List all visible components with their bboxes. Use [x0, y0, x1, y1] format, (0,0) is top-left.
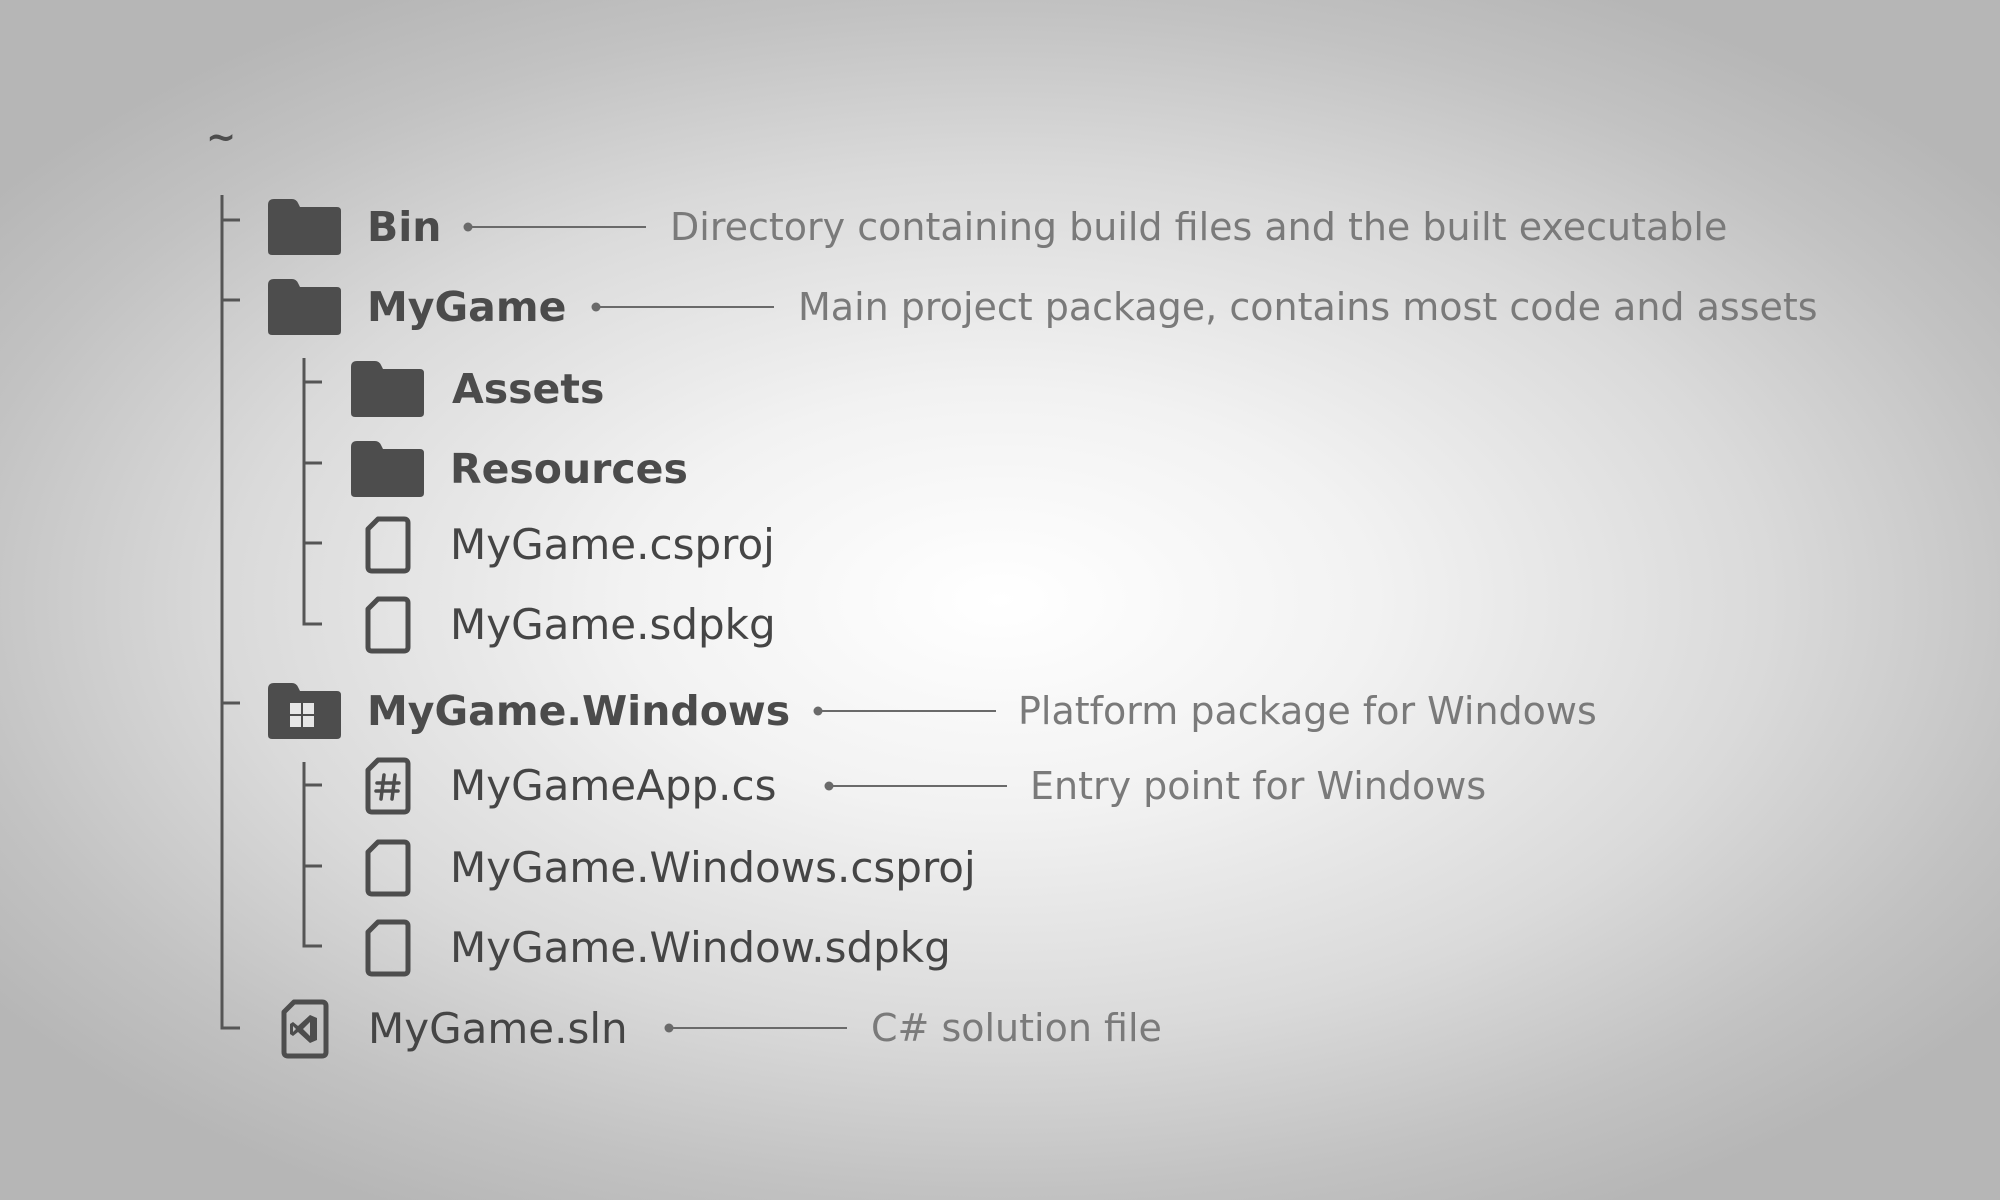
tree-item-mygame-sln[interactable]: MyGame.sln: [280, 994, 628, 1064]
annotation-mygameapp-cs: Entry point for Windows: [1030, 764, 1487, 808]
folder-icon: [266, 277, 343, 337]
tree-item-assets[interactable]: Assets: [349, 354, 604, 424]
annotation-connector: [663, 1022, 849, 1034]
root-directory-label: ~: [206, 117, 237, 158]
annotation-connector: [812, 705, 998, 717]
tree-item-mygame-csproj[interactable]: MyGame.csproj: [364, 510, 775, 580]
annotation-mygame-sln: C# solution file: [871, 1006, 1162, 1050]
tree-item-label: MyGame.Windows.csproj: [450, 843, 976, 892]
tree-item-mygame-windows[interactable]: MyGame.Windows: [266, 676, 790, 746]
visual-studio-solution-icon: [280, 998, 330, 1060]
tree-item-label: MyGame.csproj: [450, 520, 775, 569]
annotation-bin: Directory containing build files and the…: [670, 205, 1728, 249]
file-icon: [364, 515, 412, 575]
annotation-connector: [823, 780, 1009, 792]
annotation-mygame: Main project package, contains most code…: [798, 285, 1818, 329]
annotation-mygame-windows: Platform package for Windows: [1018, 689, 1597, 733]
tree-item-label: MyGame.sdpkg: [450, 600, 776, 649]
folder-icon: [266, 197, 343, 257]
windows-folder-icon: [266, 681, 343, 741]
tree-item-mygame-sdpkg[interactable]: MyGame.sdpkg: [364, 590, 776, 660]
tree-item-mygameapp-cs[interactable]: MyGameApp.cs: [364, 751, 777, 821]
file-icon: [364, 595, 412, 655]
tree-item-resources[interactable]: Resources: [349, 434, 688, 504]
tree-item-mygame-windows-csproj[interactable]: MyGame.Windows.csproj: [364, 833, 976, 903]
tree-item-mygame[interactable]: MyGame: [266, 272, 566, 342]
tree-item-label: Bin: [367, 203, 442, 251]
file-icon: [364, 918, 412, 978]
file-icon: [364, 838, 412, 898]
tree-item-bin[interactable]: Bin: [266, 192, 442, 262]
folder-icon: [349, 439, 426, 499]
tree-item-label: MyGame.sln: [368, 1004, 628, 1053]
annotation-connector: [462, 221, 648, 233]
csharp-file-icon: [364, 756, 412, 816]
tree-item-label: MyGameApp.cs: [450, 761, 777, 810]
tree-item-label: MyGame.Window.sdpkg: [450, 923, 951, 972]
annotation-connector: [590, 301, 776, 313]
tree-item-label: Assets: [452, 365, 605, 413]
folder-icon: [349, 359, 426, 419]
tree-item-label: MyGame: [367, 283, 567, 331]
tree-item-label: Resources: [450, 445, 688, 493]
tree-item-mygame-window-sdpkg[interactable]: MyGame.Window.sdpkg: [364, 913, 951, 983]
tree-item-label: MyGame.Windows: [367, 687, 791, 735]
